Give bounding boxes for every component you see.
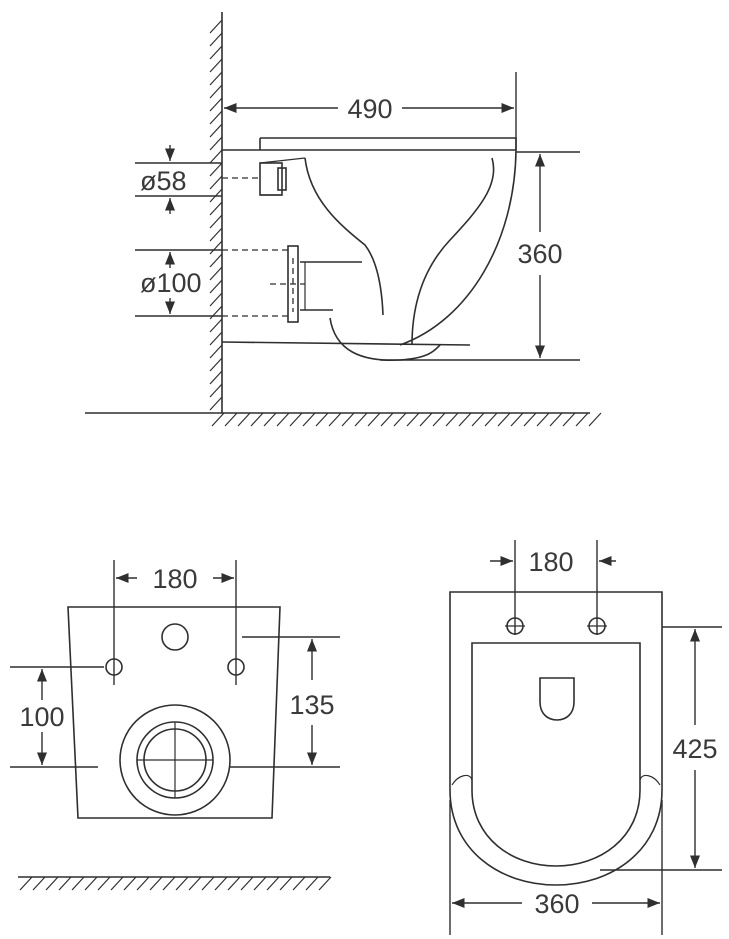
rear-dim-180-label: 180	[152, 564, 197, 594]
side-view: 490 360 ø58 ø100	[85, 12, 602, 427]
dimension-inlet: ø58	[135, 145, 222, 214]
rear-dimension-180: 180	[113, 560, 237, 685]
top-bowl-outline	[471, 642, 641, 867]
wall	[209, 12, 223, 413]
outlet-ring	[119, 704, 231, 816]
toilet-side-profile	[221, 137, 517, 361]
dimension-490: 490	[224, 72, 517, 150]
rear-dimension-100: 100	[10, 666, 104, 768]
dim-outlet-label: ø100	[140, 268, 202, 298]
rear-view: 180 100 135	[10, 560, 340, 891]
rear-body-outline	[67, 606, 281, 819]
dim-inlet-label: ø58	[140, 166, 187, 196]
top-dimension-425: 425	[600, 626, 722, 871]
rear-dim-135-label: 135	[289, 690, 334, 720]
top-outer-outline	[449, 591, 663, 886]
dim-490-label: 490	[347, 94, 392, 124]
rear-dimension-135: 135	[230, 636, 340, 768]
floor	[85, 412, 602, 427]
top-dim-180-label: 180	[528, 547, 573, 577]
dimension-outlet: ø100	[135, 249, 222, 317]
inlet-hole	[161, 623, 189, 651]
top-dim-360-label: 360	[534, 889, 579, 919]
top-dimension-360: 360	[449, 800, 663, 935]
top-view: 180 425 360	[449, 540, 722, 935]
drain-opening	[539, 677, 575, 721]
top-dimension-180: 180	[490, 540, 616, 635]
dimension-360: 360	[380, 151, 580, 361]
dim-360-label: 360	[517, 239, 562, 269]
rear-dim-100-label: 100	[19, 702, 64, 732]
top-dim-425-label: 425	[672, 734, 717, 764]
